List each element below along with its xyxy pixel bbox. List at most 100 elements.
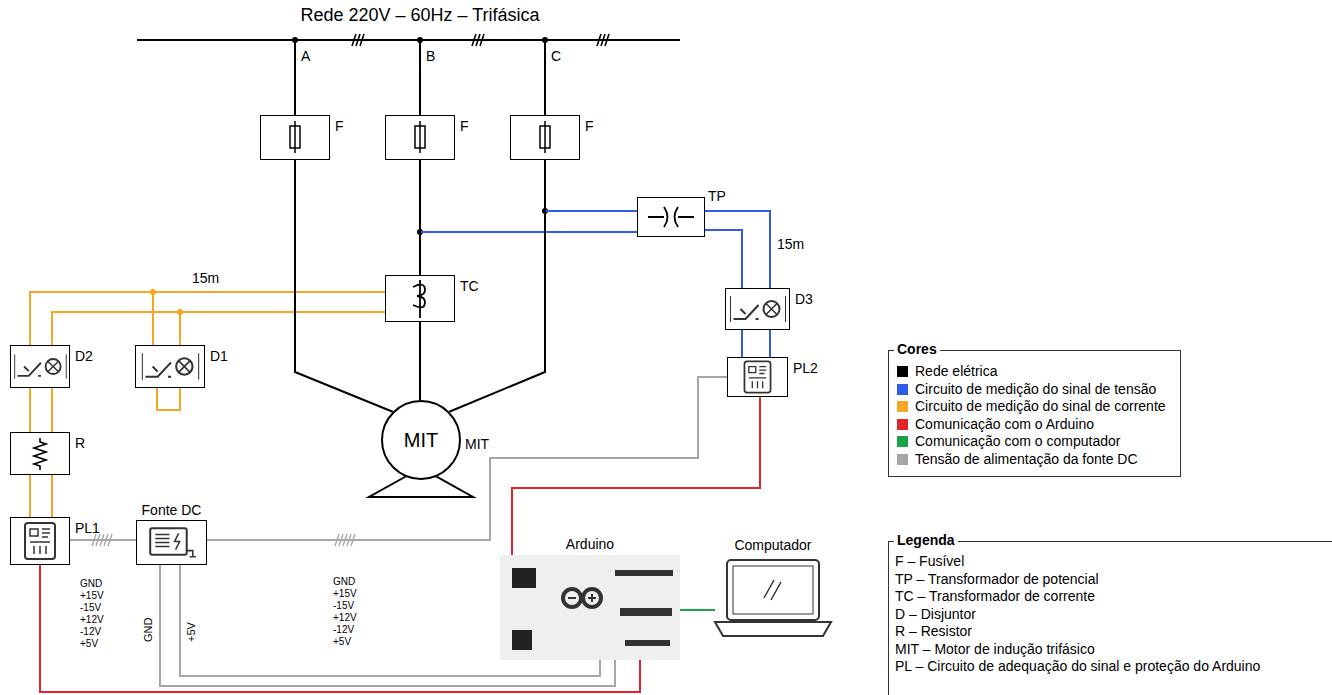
legend-heading: Legenda: [894, 532, 958, 548]
legend-text: Comunicação com o computador: [915, 433, 1120, 449]
legend-row: Comunicação com o Arduino: [897, 416, 1166, 434]
arduino-board: [620, 608, 672, 616]
laptop-icon: [715, 622, 831, 636]
wire: [207, 377, 727, 540]
breaker-box: D1: [135, 345, 205, 388]
node-text: MIT: [404, 428, 438, 452]
arduino-board: [500, 555, 680, 660]
junction-dots: [150, 37, 548, 315]
wire: [420, 160, 637, 232]
node-label: D2: [75, 348, 93, 364]
resistor-symbol: [34, 438, 46, 470]
legend-row: TP – Transformador de potencial: [895, 571, 1327, 589]
potential-transformer: TP: [637, 197, 705, 237]
wire: [70, 539, 136, 541]
legend-swatch: [897, 384, 908, 395]
legend-row: F – Fusível: [895, 553, 1327, 571]
legend-heading: Cores: [894, 341, 940, 357]
signal-board: PL2: [727, 357, 788, 397]
current-transformer-symbol: [413, 280, 425, 318]
legend-text: TP – Transformador de potencial: [895, 571, 1099, 587]
legend-text: F – Fusível: [895, 553, 964, 569]
wire: [512, 397, 760, 555]
breaker-symbols: [142, 353, 198, 380]
arduino-board: [512, 568, 536, 588]
legend-row: D – Disjuntor: [895, 606, 1327, 624]
wire: [705, 211, 770, 288]
cable-length: 15m: [777, 236, 804, 252]
supply-rail-name: GND: [333, 576, 355, 588]
legend-text: Comunicação com o Arduino: [915, 416, 1094, 432]
node-label: F: [335, 118, 344, 134]
legend-text: Circuito de medição do sinal de tensão: [915, 381, 1156, 397]
arduino-board: [500, 555, 680, 660]
fuse-symbols: [544, 121, 546, 153]
current-transformer-symbol: [413, 285, 425, 308]
resistor-symbol: [34, 438, 46, 470]
fuse-symbols: [419, 121, 421, 153]
legend-text: R – Resistor: [895, 623, 972, 639]
laptop-icon: [727, 560, 819, 620]
legend-text: Tensão de alimentação da fonte DC: [915, 451, 1138, 467]
node-label: D1: [210, 348, 228, 364]
junction-dots: [417, 37, 423, 43]
laptop-icon: [733, 566, 813, 614]
wire: [545, 160, 637, 211]
cable-length: 15m: [192, 270, 219, 286]
current-transformer-symbol: [419, 280, 421, 318]
node-label: TC: [460, 278, 479, 294]
node-label: F: [585, 118, 594, 134]
wire: [741, 330, 743, 357]
supply-rail-name: +12V: [80, 614, 104, 626]
legend-text: Circuito de medição do sinal de corrente: [915, 398, 1166, 414]
bus-bar: [295, 40, 545, 115]
supply-rail-name: -12V: [80, 626, 101, 638]
node-label: TP: [708, 188, 726, 204]
arduino-board: [568, 594, 596, 602]
node-label: F: [460, 118, 469, 134]
supply-rail-name: +5V: [185, 622, 198, 642]
board-symbols: [744, 361, 770, 392]
breaker-symbols: [15, 354, 67, 378]
legend-box: Rede elétricaCircuito de medição do sina…: [888, 350, 1181, 477]
supply-rail-name: +12V: [333, 612, 357, 624]
power-supply: Fonte DC: [136, 520, 207, 565]
supply-rail-name: +5V: [333, 636, 351, 648]
legend-text: TC – Transformador de corrente: [895, 588, 1095, 604]
node-label: Fonte DC: [142, 502, 202, 518]
legend-swatch: [897, 366, 908, 377]
node-label: PL2: [793, 360, 818, 376]
legend-swatch: [897, 436, 908, 447]
legend-row: Tensão de alimentação da fonte DC: [897, 451, 1166, 469]
wire: [295, 160, 393, 412]
potential-transformer-symbol: [648, 207, 694, 227]
supply-rail-name: -15V: [333, 600, 354, 612]
legend-row: MIT – Motor de indução trifásico: [895, 641, 1327, 659]
breaker-symbols: [15, 296, 786, 380]
fuse-symbols: [290, 121, 550, 153]
phase-name: B: [426, 48, 435, 64]
fuse-box: F: [260, 115, 330, 160]
legend-text: Rede elétrica: [915, 363, 998, 379]
legend-text: PL – Circuito de adequação do sinal e pr…: [895, 658, 1260, 674]
wire: [40, 565, 640, 692]
current-transformer: TC: [385, 275, 455, 322]
supply-rail-name: -12V: [333, 624, 354, 636]
bus-bar: [352, 34, 609, 46]
board-symbols: [150, 528, 196, 556]
bus-bar: [137, 34, 680, 115]
breaker-symbols: [731, 296, 786, 322]
node-label: MIT: [465, 436, 489, 452]
legend-swatch: [897, 419, 908, 430]
legend-row: Circuito de medição do sinal de corrente: [897, 398, 1166, 416]
supply-rail-name: +5V: [80, 638, 98, 650]
breaker-box: D3: [725, 288, 790, 330]
arduino-board: [625, 640, 670, 646]
wire: [680, 609, 715, 611]
node-label: D3: [795, 291, 813, 307]
wire: [419, 160, 421, 275]
diagram-title: Rede 220V – 60Hz – Trifásica: [300, 5, 539, 26]
legend-row: PL – Circuito de adequação do sinal e pr…: [895, 658, 1327, 676]
fuse-box: F: [385, 115, 455, 160]
